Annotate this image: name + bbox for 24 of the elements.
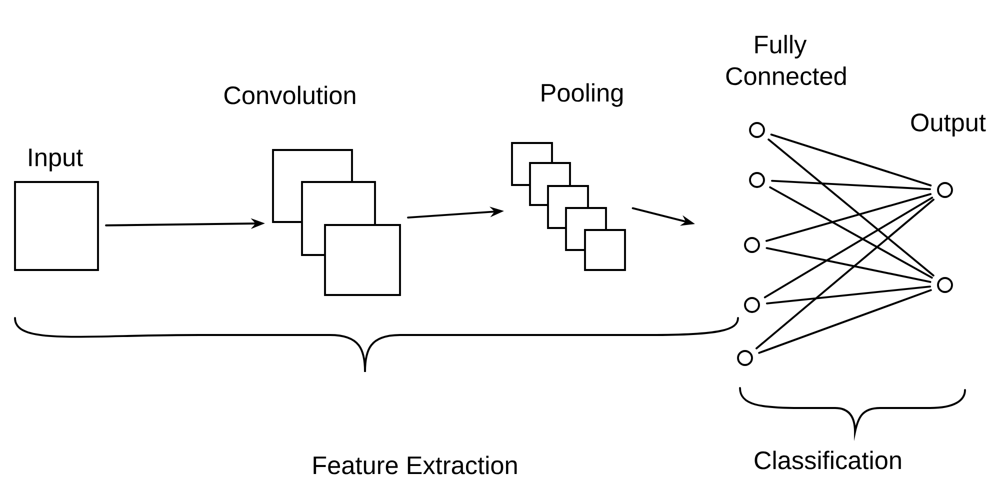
neuron-circle xyxy=(749,172,765,188)
section-label: Feature Extraction xyxy=(314,456,517,474)
neuron-circle xyxy=(937,182,953,198)
connection-line xyxy=(766,286,932,304)
connection-line xyxy=(765,193,932,242)
layer-title: Pooling xyxy=(542,83,623,107)
connection-line xyxy=(768,138,934,276)
neuron-circle xyxy=(937,277,953,293)
connection-line xyxy=(771,180,931,190)
neuron-circle xyxy=(744,237,760,253)
neuron-circle xyxy=(737,350,753,366)
connection-line xyxy=(770,134,932,186)
layer-title: Convolution xyxy=(224,86,356,104)
layer-title: Fully Connected xyxy=(726,34,846,86)
neuron-circle xyxy=(744,297,760,313)
connection-line xyxy=(756,198,934,350)
connection-line xyxy=(766,247,932,283)
connection-line xyxy=(758,289,932,354)
layer-title: Input xyxy=(29,148,83,172)
connection-line xyxy=(764,196,934,298)
neuron-circle xyxy=(749,122,765,138)
connection-line xyxy=(769,186,933,279)
section-label: Classification xyxy=(754,450,901,470)
layer-title: Output xyxy=(911,114,986,136)
